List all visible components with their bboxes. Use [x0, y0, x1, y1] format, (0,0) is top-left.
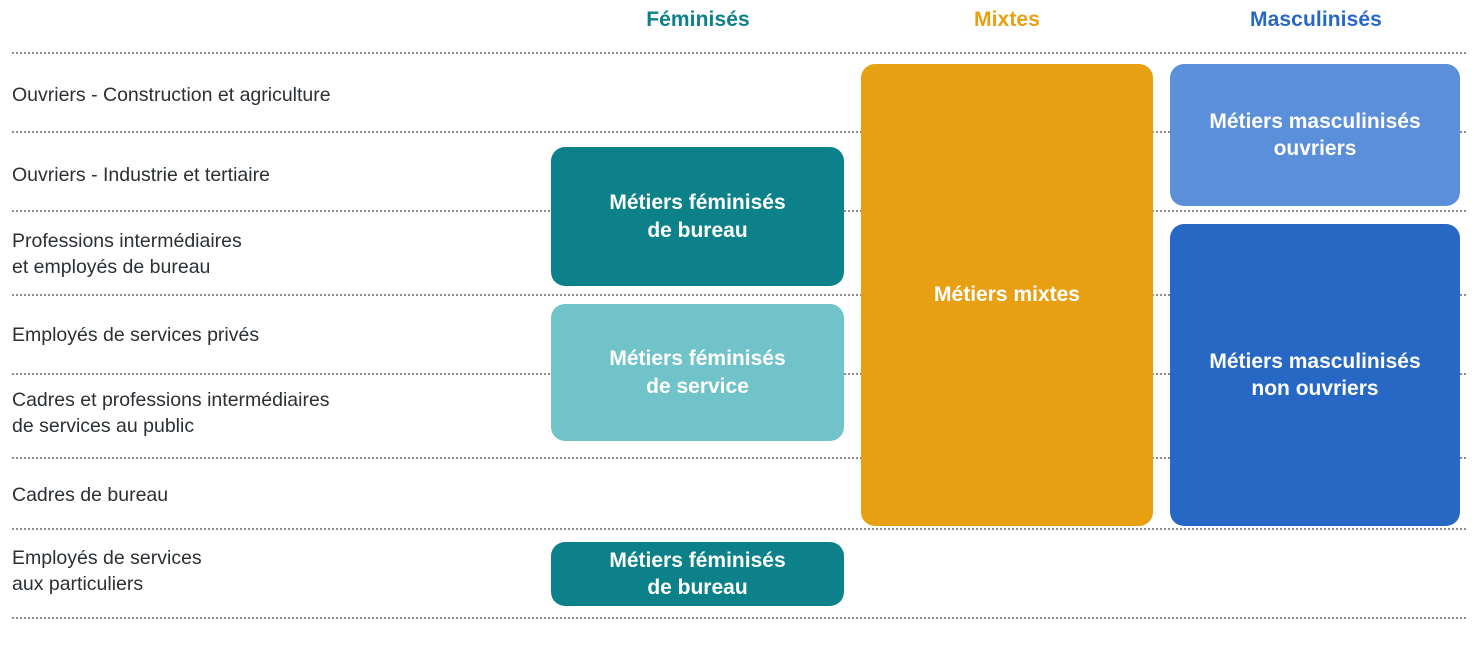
row-label-employes-services-prives: Employés de services privés	[12, 324, 260, 346]
column-header-masculinises: Masculinisés	[1250, 8, 1382, 31]
row-divider-3	[12, 294, 1466, 296]
box-metiers-feminises-de-bureau-bottom[interactable]: Métiers féminisés de bureau	[551, 542, 844, 606]
row-label-cadres-de-bureau: Cadres de bureau	[12, 484, 169, 506]
row-label-ouvriers-construction: Ouvriers - Construction et agriculture	[12, 84, 331, 106]
row-label-cadres-professions-intermediaires: Cadres et professions intermédiaires de …	[12, 389, 330, 437]
row-divider-7	[12, 617, 1466, 619]
row-divider-1	[12, 131, 1466, 133]
box-metiers-masculinises-ouvriers[interactable]: Métiers masculinisés ouvriers	[1170, 64, 1460, 206]
column-header-feminises: Féminisés	[646, 8, 750, 31]
box-metiers-feminises-de-bureau-top[interactable]: Métiers féminisés de bureau	[551, 147, 844, 286]
row-label-professions-intermediaires: Professions intermédiaires et employés d…	[12, 230, 242, 278]
box-metiers-masculinises-non-ouvriers[interactable]: Métiers masculinisés non ouvriers	[1170, 224, 1460, 526]
row-divider-5	[12, 457, 1466, 459]
row-divider-6	[12, 528, 1466, 530]
box-metiers-mixtes[interactable]: Métiers mixtes	[861, 64, 1153, 526]
row-divider-0	[12, 52, 1466, 54]
row-label-ouvriers-industrie: Ouvriers - Industrie et tertiaire	[12, 164, 270, 186]
box-metiers-feminises-de-service[interactable]: Métiers féminisés de service	[551, 304, 844, 441]
column-header-mixtes: Mixtes	[974, 8, 1040, 31]
row-label-employes-services-particuliers: Employés de services aux particuliers	[12, 547, 202, 595]
